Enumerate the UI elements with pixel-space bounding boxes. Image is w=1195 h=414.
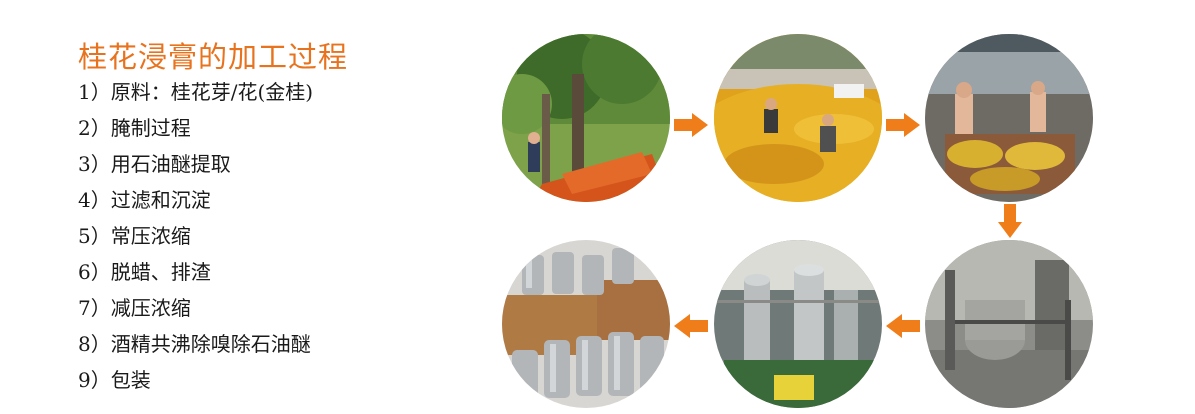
arrow-left-icon [886, 314, 920, 338]
extraction-tanks-photo [925, 240, 1093, 408]
step-item: 1）原料：桂花芽/花(金桂) [78, 80, 314, 104]
process-steps-list: 1）原料：桂花芽/花(金桂) 2）腌制过程 3）用石油醚提取 4）过滤和沉淀 5… [78, 74, 313, 398]
packaging-bottles-photo [502, 240, 670, 408]
step-item: 7）减压浓缩 [78, 296, 191, 320]
concentration-equipment-photo [714, 240, 882, 408]
step-item: 8）酒精共沸除嗅除石油醚 [78, 332, 311, 356]
pickling-vats-photo [925, 34, 1093, 202]
arrow-right-icon [886, 113, 920, 137]
page-title: 桂花浸膏的加工过程 [78, 40, 349, 74]
arrow-down-icon [998, 204, 1022, 238]
osmanthus-tree-harvest-photo [502, 34, 670, 202]
step-item: 6）脱蜡、排渣 [78, 260, 211, 284]
step-item: 5）常压浓缩 [78, 224, 191, 248]
arrow-left-icon [674, 314, 708, 338]
step-item: 4）过滤和沉淀 [78, 188, 211, 212]
arrow-right-icon [674, 113, 708, 137]
flower-spreading-photo [714, 34, 882, 202]
step-item: 9）包装 [78, 368, 151, 392]
step-item: 3）用石油醚提取 [78, 152, 231, 176]
step-item: 2）腌制过程 [78, 116, 191, 140]
